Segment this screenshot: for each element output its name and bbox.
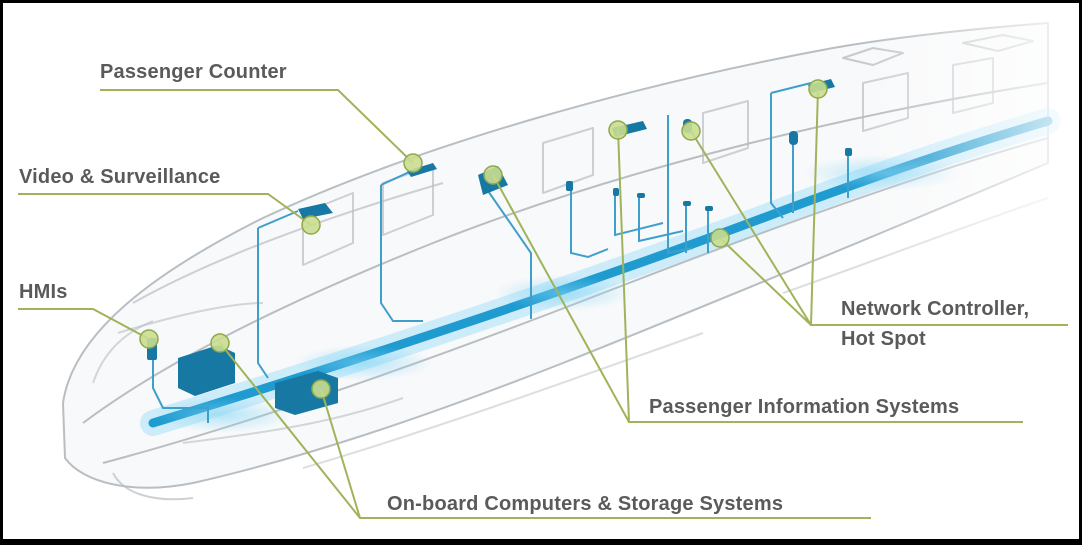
marker-pis-1 [483,165,503,185]
label-network-controller-line2: Hot Spot [841,328,926,350]
train-illustration [3,3,1079,539]
label-hmis: HMIs [19,281,68,303]
label-video-surveillance: Video & Surveillance [19,166,221,188]
marker-video-surveillance [301,215,321,235]
marker-network-2 [710,228,730,248]
marker-network-3 [808,79,828,99]
marker-pis-2 [608,120,628,140]
right-fade [3,3,1079,539]
label-passenger-counter: Passenger Counter [100,61,287,83]
diagram-frame: Passenger Counter Video & Surveillance H… [3,3,1079,539]
marker-passenger-counter [403,153,423,173]
label-network-controller-line1: Network Controller, [841,298,1030,320]
marker-network-1 [681,121,701,141]
marker-hmi [139,329,159,349]
marker-onboard-computer-1 [210,333,230,353]
leader-lines [18,88,1068,519]
marker-onboard-computer-2 [311,379,331,399]
callout-markers [139,79,828,399]
label-onboard-computers: On-board Computers & Storage Systems [387,493,784,515]
label-passenger-information: Passenger Information Systems [649,396,960,418]
